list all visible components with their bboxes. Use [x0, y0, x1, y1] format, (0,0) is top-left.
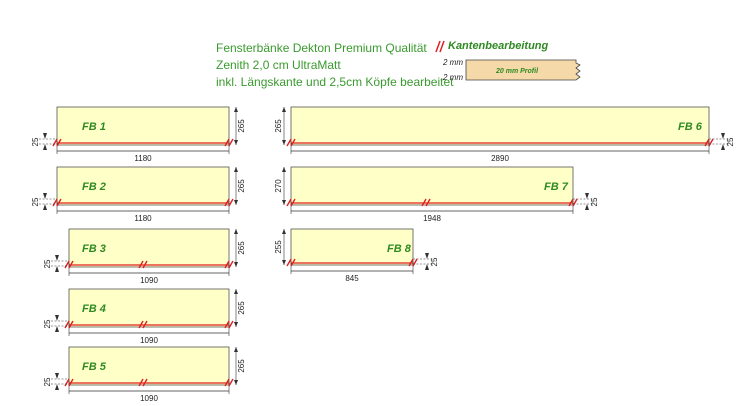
legend-profile-label: 20 mm Profil [495, 68, 539, 75]
edge-mark-right [224, 378, 234, 387]
length-label: 1180 [134, 214, 152, 223]
panel-7: FB 7 1948 270 25 [274, 166, 599, 223]
edge-thickness-label: 25 [726, 137, 735, 146]
edge-thickness-label: 25 [590, 197, 599, 206]
header-line-3: inkl. Längskante und 2,5cm Köpfe bearbei… [216, 75, 454, 89]
edge-mark-left [286, 198, 296, 207]
depth-label: 265 [237, 241, 246, 255]
edge-mark-center [138, 260, 148, 269]
edge-mark-left [52, 198, 62, 207]
edge-mark-right [224, 260, 234, 269]
depth-label: 265 [237, 119, 246, 133]
header-line-1: Fensterbänke Dekton Premium Qualität [216, 41, 427, 55]
depth-label: 265 [274, 119, 283, 133]
edge-thickness-label: 25 [31, 197, 40, 206]
length-label: 1180 [134, 154, 152, 163]
panel-label: FB 1 [82, 121, 106, 133]
panel-rect [56, 106, 230, 146]
edge-mark-center [138, 320, 148, 329]
panel-label: FB 7 [544, 181, 569, 193]
panel-label: FB 8 [387, 243, 412, 255]
length-label: 1948 [423, 214, 441, 223]
panel-rect [68, 346, 230, 386]
legend-thickness-bottom: 2 mm [443, 73, 463, 82]
edge-mark-right [224, 320, 234, 329]
panel-label: FB 4 [82, 303, 106, 315]
depth-label: 265 [237, 301, 246, 315]
panel-rect [290, 228, 414, 266]
legend-title: Kantenbearbeitung [448, 40, 549, 52]
edge-mark-left [64, 320, 74, 329]
legend-edge-mark [435, 40, 445, 53]
edge-mark-right [704, 138, 714, 147]
edge-mark-left [52, 138, 62, 147]
panel-8: FB 8 845 255 25 [274, 228, 439, 283]
edge-mark-left [286, 138, 296, 147]
edge-mark-right [568, 198, 578, 207]
length-label: 2890 [491, 154, 509, 163]
panel-5: FB 5 1090 265 25 [43, 346, 246, 403]
edge-mark-left [286, 258, 296, 267]
header-line-2: Zenith 2,0 cm UltraMatt [216, 58, 341, 72]
edge-thickness-label: 25 [430, 257, 439, 266]
panel-rect [68, 228, 230, 268]
panel-4: FB 4 1090 265 25 [43, 288, 246, 345]
panel-2: FB 2 1180 265 25 [31, 166, 246, 223]
panel-rect [56, 166, 230, 206]
panel-3: FB 3 1090 265 25 [43, 228, 246, 285]
length-label: 1090 [140, 336, 158, 345]
panel-rect [290, 166, 574, 206]
edge-mark-center [138, 378, 148, 387]
depth-label: 270 [274, 179, 283, 193]
panel-label: FB 6 [678, 121, 703, 133]
length-label: 845 [345, 274, 359, 283]
edge-mark-left [64, 260, 74, 269]
legend-thickness-top: 2 mm [443, 58, 463, 67]
edge-mark-right [224, 198, 234, 207]
legend-profile-sample: 20 mm Profil [465, 59, 581, 81]
edge-thickness-label: 25 [43, 259, 52, 268]
edge-thickness-label: 25 [43, 319, 52, 328]
edge-thickness-label: 25 [31, 137, 40, 146]
panel-rect [68, 288, 230, 328]
depth-label: 265 [237, 359, 246, 373]
edge-thickness-label: 25 [43, 377, 52, 386]
edge-mark-right [408, 258, 418, 267]
depth-label: 265 [237, 179, 246, 193]
length-label: 1090 [140, 276, 158, 285]
panel-rect [290, 106, 710, 146]
edge-mark-right [224, 138, 234, 147]
panel-label: FB 2 [82, 181, 106, 193]
edge-mark-center [421, 198, 431, 207]
depth-label: 255 [274, 240, 283, 254]
length-label: 1090 [140, 394, 158, 403]
edge-mark-left [64, 378, 74, 387]
panel-label: FB 5 [82, 361, 107, 373]
header-text: Fensterbänke Dekton Premium Qualität Zen… [216, 40, 454, 91]
panel-label: FB 3 [82, 243, 106, 255]
panel-1: FB 1 1180 265 25 [31, 106, 246, 163]
panel-6: FB 6 2890 265 25 [274, 106, 735, 163]
